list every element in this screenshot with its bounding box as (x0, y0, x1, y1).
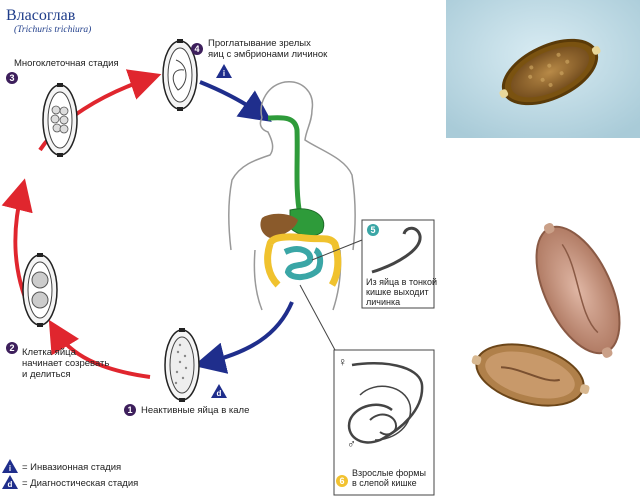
digestive-tract (260, 115, 342, 288)
stomach (289, 208, 325, 237)
micrograph-photo-top (446, 0, 640, 138)
step-6-label: Взрослые формы в слепой кишке (352, 468, 428, 488)
pink-egg (535, 223, 621, 358)
svg-text:= Инвазионная стадия: = Инвазионная стадия (22, 462, 121, 473)
diagram-subtitle: (Trichuris trichiura) (14, 24, 91, 35)
arrow-1-to-2 (48, 319, 151, 379)
brown-egg (471, 343, 590, 407)
svg-text:= Диагностическая стадия: = Диагностическая стадия (22, 478, 138, 489)
svg-text:5: 5 (370, 225, 375, 235)
egg-stage-1 (164, 328, 200, 402)
large-intestine (264, 233, 342, 288)
step-badge-5: 5 (367, 224, 379, 236)
egg-stage-4 (162, 39, 198, 111)
male-symbol: ♂ (347, 437, 356, 451)
svg-text:i: i (223, 69, 225, 78)
egg-stage-2 (22, 253, 58, 327)
female-symbol: ♀ (338, 355, 347, 369)
svg-text:i: i (9, 464, 11, 473)
step-1-label: Неактивные яйца в кале (141, 405, 249, 416)
arrow-excretion (193, 301, 294, 374)
egg-stage-3 (42, 83, 78, 157)
step-2-label: Клетка яйца начинает созревать и делитьс… (22, 347, 112, 380)
arrow-ingestion (199, 80, 272, 122)
esophagus (267, 115, 303, 216)
inset-step-6: ♀ ♂ (299, 284, 435, 496)
step-5-label: Из яйца в тонкой кишке выходит личинка (366, 277, 440, 307)
micrograph-eggs-bottom (471, 223, 621, 407)
step-badge-2: 2 (6, 342, 18, 354)
svg-text:1: 1 (127, 405, 132, 415)
step-4-label: Проглатывание зрелых яиц с эмбрионами ли… (208, 38, 328, 60)
svg-text:d: d (8, 480, 13, 489)
larva-icon (371, 226, 422, 274)
male-worm-icon (369, 413, 398, 436)
step-badge-1: 1 (124, 404, 136, 416)
step-badge-6: 6 (336, 475, 348, 487)
legend: i = Инвазионная стадия d = Диагностическ… (2, 459, 138, 489)
legend-diagnostic: d = Диагностическая стадия (2, 475, 138, 489)
female-worm-icon (347, 361, 424, 444)
step-3-label: Многоклеточная стадия (14, 58, 119, 69)
svg-text:2: 2 (9, 343, 14, 353)
svg-text:4: 4 (194, 44, 199, 54)
liver (260, 213, 298, 238)
small-intestine (283, 246, 324, 280)
legend-infective: i = Инвазионная стадия (2, 459, 121, 473)
svg-text:3: 3 (9, 73, 14, 83)
diagram-title: Власоглав (6, 7, 76, 24)
infective-stage-marker: i (216, 64, 232, 78)
svg-text:6: 6 (339, 476, 344, 486)
step-badge-3: 3 (6, 72, 18, 84)
diagnostic-stage-marker: d (211, 384, 227, 398)
svg-text:d: d (217, 389, 222, 398)
step-badge-4: 4 (191, 43, 203, 55)
